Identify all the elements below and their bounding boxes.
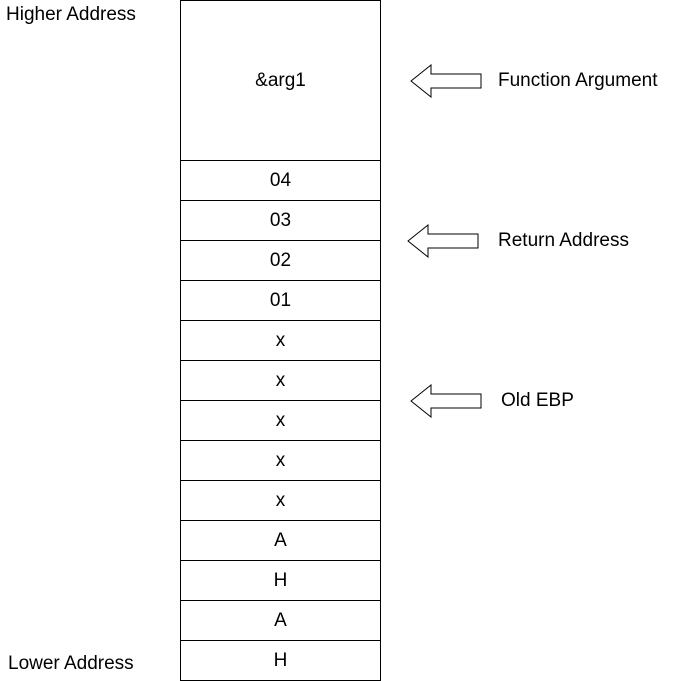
callout-label: Return Address <box>498 230 629 251</box>
left-arrow-icon <box>410 384 484 418</box>
callout-label: Old EBP <box>501 390 574 411</box>
stack-cell: x <box>180 360 381 401</box>
stack-cell: 04 <box>180 160 381 201</box>
stack-cell: x <box>180 320 381 361</box>
stack-cell: A <box>180 600 381 641</box>
stack-cell: 03 <box>180 200 381 241</box>
left-arrow-icon <box>407 224 481 258</box>
stack-cell-argument: &arg1 <box>180 0 381 161</box>
lower-address-label: Lower Address <box>8 653 134 674</box>
stack-cell: 01 <box>180 280 381 321</box>
stack-diagram: &arg1 04 03 02 01 x x x x x A H A H <box>180 0 381 681</box>
callout-return-address: Return Address <box>407 224 629 258</box>
stack-cell: H <box>180 560 381 601</box>
higher-address-label: Higher Address <box>6 4 136 25</box>
stack-cell: x <box>180 480 381 521</box>
left-arrow-icon <box>410 64 484 98</box>
stack-cell: x <box>180 400 381 441</box>
callout-function-argument: Function Argument <box>410 64 657 98</box>
stack-cell: A <box>180 520 381 561</box>
stack-cell: 02 <box>180 240 381 281</box>
stack-cell: x <box>180 440 381 481</box>
callout-label: Function Argument <box>498 70 658 91</box>
callout-old-ebp: Old EBP <box>410 384 574 418</box>
stack-cell: H <box>180 640 381 681</box>
